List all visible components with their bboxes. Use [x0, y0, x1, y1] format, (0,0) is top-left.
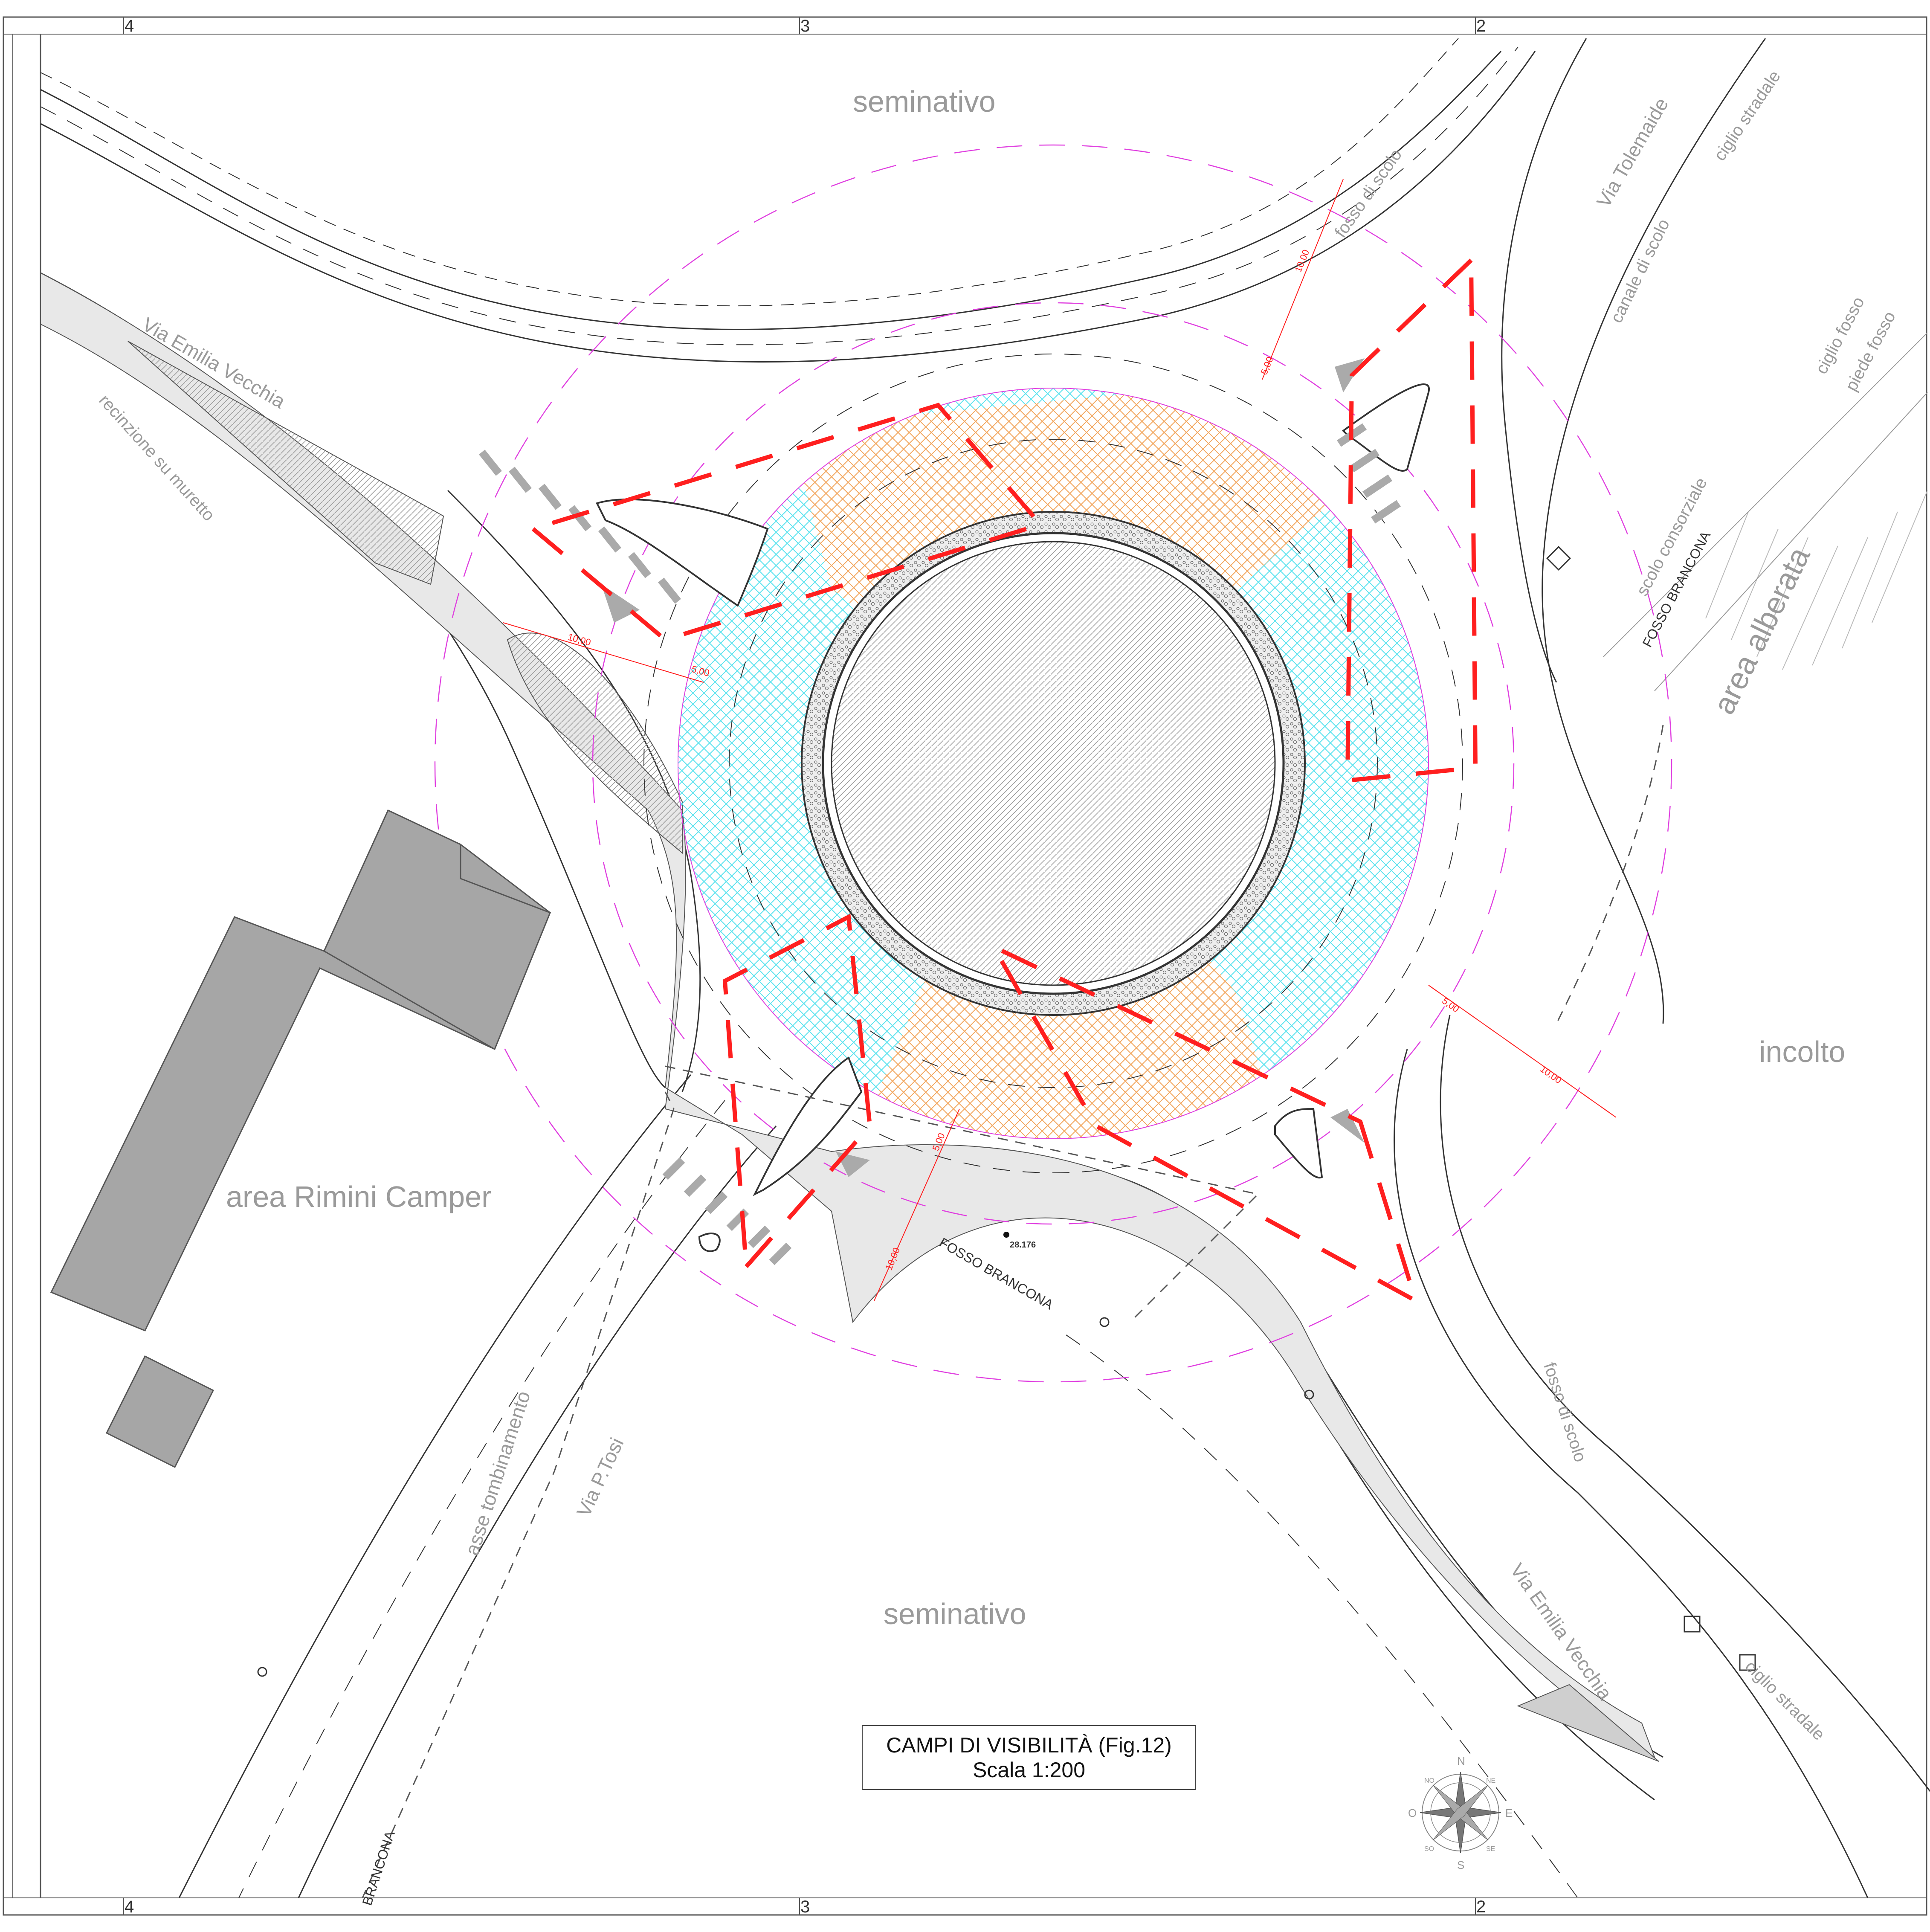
area-label-incolto: incolto — [1759, 1035, 1845, 1068]
crosswalks — [478, 423, 1401, 1265]
drawing-title: CAMPI DI VISIBILITÀ (Fig.12) — [886, 1733, 1172, 1757]
drawing-scale: Scala 1:200 — [972, 1758, 1086, 1782]
column-marker-4-bottom: 4 — [125, 1897, 134, 1916]
compass-ne: NE — [1486, 1777, 1495, 1784]
splitter-islands — [596, 383, 1430, 1252]
column-marker-2-bottom: 2 — [1476, 1897, 1486, 1916]
road-label-via-p-tosi: Via P.Tosi — [572, 1434, 628, 1520]
column-marker-2-top: 2 — [1476, 17, 1486, 35]
compass-rose — [1420, 1772, 1501, 1854]
visibility-guide-circles — [434, 144, 1672, 1383]
sidewalks — [40, 272, 1659, 1762]
compass-s: S — [1457, 1859, 1464, 1871]
ring-lane-dashed — [729, 439, 1378, 1088]
visibility-triangles — [528, 255, 1478, 1305]
central-island — [801, 511, 1306, 1016]
area-label-rimini-camper: area Rimini Camper — [226, 1180, 491, 1213]
compass-no: NO — [1424, 1777, 1434, 1784]
tree-area-hatch — [1603, 332, 1928, 691]
spot-elevation-marker — [1003, 1232, 1009, 1238]
column-marker-3-top: 3 — [800, 17, 810, 35]
column-marker-3-bottom: 3 — [800, 1897, 810, 1916]
dim-east-5: 5,00 — [1440, 995, 1461, 1015]
label-fosso-brancona-center: FOSSO BRANCONA — [937, 1235, 1056, 1313]
compass-n: N — [1457, 1755, 1465, 1767]
area-label-seminativo-north: seminativo — [853, 85, 996, 118]
ring-lane-dashed-outer — [643, 354, 1463, 1173]
compass-se: SE — [1486, 1845, 1495, 1853]
area-label-seminativo-south: seminativo — [884, 1597, 1026, 1630]
label-road-edge-ne: ciglio stradale — [1710, 67, 1784, 164]
road-label-via-tolemaide: Via Tolemaide — [1592, 94, 1673, 211]
label-drain-channel: canale di scolo — [1607, 216, 1674, 326]
dim-north-10: 10,00 — [1292, 248, 1311, 273]
column-marker-4-top: 4 — [125, 17, 134, 35]
outer-ring-edge — [678, 388, 1429, 1139]
road-edges — [40, 38, 1930, 1898]
compass-so: SO — [1424, 1845, 1434, 1853]
label-road-edge-se: ciglio stradale — [1742, 1657, 1829, 1744]
small-structures — [257, 546, 1756, 1677]
compass-o: O — [1408, 1807, 1417, 1819]
compass-e: E — [1505, 1807, 1513, 1819]
title-block: CAMPI DI VISIBILITÀ (Fig.12) Scala 1:200 — [862, 1725, 1196, 1790]
spot-elevation-label: 28.176 — [1010, 1240, 1036, 1250]
sheet-frame — [3, 16, 1927, 1916]
fosso-brancona-culvert — [362, 725, 1664, 1898]
buildings — [50, 809, 551, 1468]
dim-east-10: 10,00 — [1538, 1064, 1563, 1086]
dimension-lines — [503, 179, 1617, 1301]
dim-north-5: 5,00 — [1258, 355, 1275, 376]
label-brancona-bottom: BRANCONA — [359, 1829, 397, 1907]
label-culvert-axis: asse tombinamento — [461, 1388, 535, 1558]
label-drain-ditch-south: fosso di scolo — [1540, 1360, 1590, 1464]
